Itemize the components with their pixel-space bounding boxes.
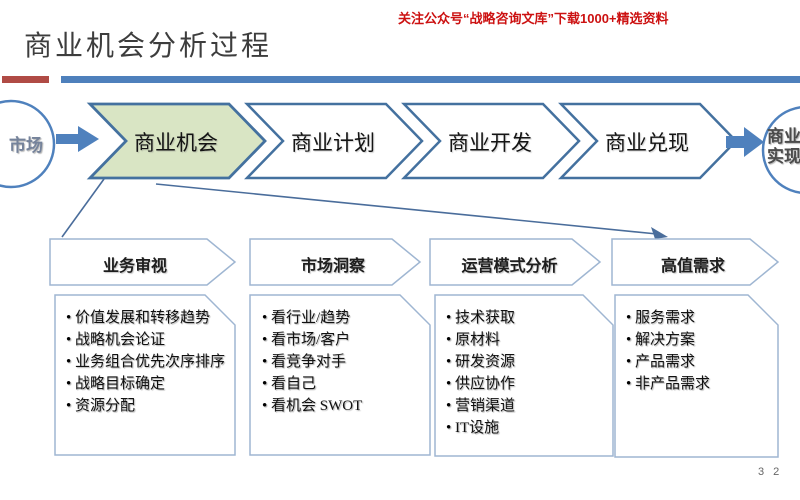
column-header-high-value-demand: 高值需求 — [660, 258, 725, 275]
connector-arrowhead-icon — [651, 227, 668, 239]
flow-step-business-plan: 商业计划 — [291, 131, 375, 155]
flow-step-business-realization: 商业兑现 — [605, 131, 689, 155]
pentagon-operation-model — [429, 238, 602, 286]
list-item: 资源分配 — [66, 396, 226, 417]
bullet-list-high-value-demand: 服务需求 解决方案 产品需求 非产品需求 — [626, 308, 772, 396]
flow-end-label-line1: 商业 — [767, 127, 800, 146]
pentagon-business-review — [49, 238, 237, 286]
chevron-shape-business-realization — [558, 102, 738, 180]
pentagon-market-insight — [249, 238, 422, 286]
flow-end-label-line2: 实现 — [767, 147, 800, 167]
list-item: 看机会 SWOT — [262, 396, 424, 417]
chevron-shape-business-plan — [244, 102, 424, 180]
list-item: 看市场/客户 — [262, 330, 424, 351]
list-item: 战略目标确定 — [66, 374, 226, 395]
bullet-list-business-review: 价值发展和转移趋势 战略机会论证 业务组合优先次序排序 战略目标确定 资源分配 — [66, 308, 226, 418]
start-node-circle — [0, 99, 56, 189]
chevron-shape-business-development — [401, 102, 581, 180]
bullet-list-market-insight: 看行业/趋势 看市场/客户 看竞争对手 看自己 看机会 SWOT — [262, 308, 424, 418]
list-item: 产品需求 — [626, 352, 772, 373]
column-header-operation-model: 运营模式分析 — [461, 258, 558, 275]
page-title: 商业机会分析过程 — [24, 31, 273, 62]
end-node-circle — [761, 106, 800, 194]
list-item: 原材料 — [446, 330, 604, 351]
list-item: 解决方案 — [626, 330, 772, 351]
market-arrow-icon — [56, 126, 99, 152]
title-rule-blue-segment — [61, 76, 800, 83]
column-header-business-review: 业务审视 — [102, 258, 167, 275]
title-rule-red-segment — [2, 76, 49, 83]
flow-step-business-development: 商业开发 — [448, 131, 532, 155]
list-item: 看竞争对手 — [262, 352, 424, 373]
connector-line-right — [155, 183, 658, 235]
list-item: 研发资源 — [446, 352, 604, 373]
list-item: 价值发展和转移趋势 — [66, 308, 226, 329]
list-item: 看行业/趋势 — [262, 308, 424, 329]
flow-step-business-opportunity: 商业机会 — [134, 131, 218, 155]
list-item: 供应协作 — [446, 374, 604, 395]
list-item: 战略机会论证 — [66, 330, 226, 351]
end-arrow-icon — [726, 127, 764, 157]
flow-start-node-label: 市场 — [9, 136, 43, 155]
page-number: 3 2 — [758, 466, 783, 478]
list-item: 看自己 — [262, 374, 424, 395]
promo-note: 关注公众号“战略咨询文库”下载1000+精选资料 — [398, 11, 669, 26]
list-item: IT设施 — [446, 418, 604, 439]
bullet-list-operation-model: 技术获取 原材料 研发资源 供应协作 营销渠道 IT设施 — [446, 308, 604, 440]
chevron-shape-business-opportunity — [86, 102, 267, 180]
list-item: 非产品需求 — [626, 374, 772, 395]
list-item: 业务组合优先次序排序 — [66, 352, 226, 373]
list-item: 技术获取 — [446, 308, 604, 329]
pentagon-high-value-demand — [611, 238, 780, 286]
list-item: 营销渠道 — [446, 396, 604, 417]
connector-line-left — [61, 178, 105, 238]
flow-end-node-label: 商业 实现 — [764, 127, 800, 168]
list-item: 服务需求 — [626, 308, 772, 329]
column-header-market-insight: 市场洞察 — [300, 258, 365, 275]
